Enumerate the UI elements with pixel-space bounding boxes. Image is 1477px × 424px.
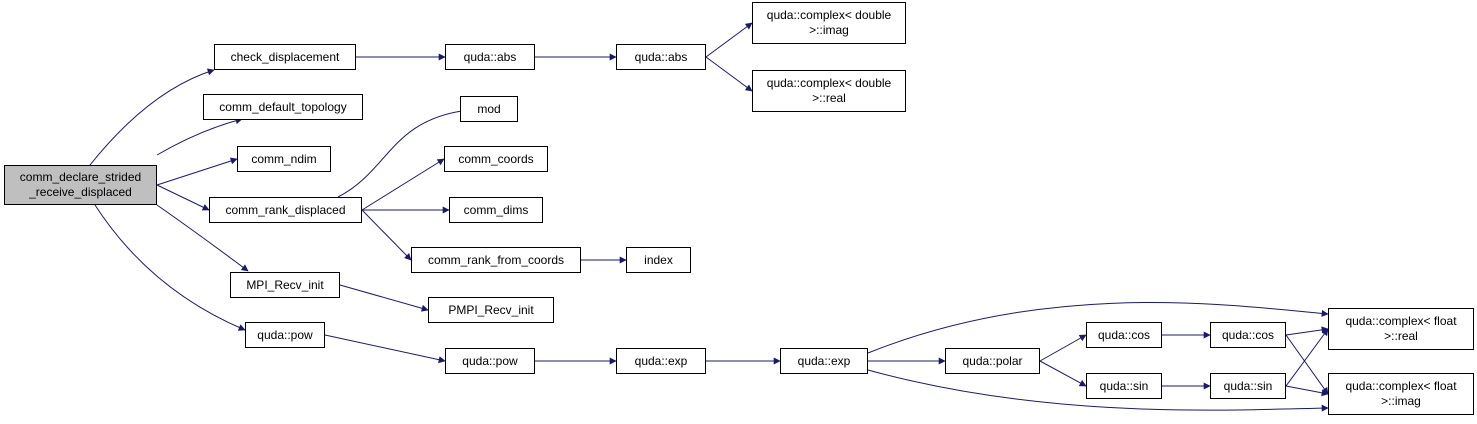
node-quda-sin-1[interactable]: quda::sin: [1086, 373, 1162, 399]
edge-root-to-comm-ndim: [156, 157, 238, 186]
node-check-displacement[interactable]: check_displacement: [214, 44, 356, 70]
edge-root-to-comm-rank-displaced: [156, 184, 210, 211]
node-label-line: quda::complex< double: [766, 8, 892, 22]
node-PMPI-Recv-init[interactable]: PMPI_Recv_init: [428, 297, 554, 323]
node-label-line: quda::complex< double: [766, 76, 892, 90]
node-complex-float-imag[interactable]: quda::complex< float>::imag: [1328, 373, 1474, 415]
node-label-line: PMPI_Recv_init: [448, 302, 534, 317]
node-label-line: quda::complex< float: [1345, 379, 1457, 393]
edge-quda-polar-to-quda-cos-1: [1039, 334, 1087, 362]
node-label-line: quda::complex< float: [1345, 314, 1457, 328]
node-quda-abs-2[interactable]: quda::abs: [616, 44, 706, 70]
node-label-line: comm_ndim: [251, 151, 317, 166]
edge-quda-cos-2-to-complex-float-real: [1285, 326, 1329, 336]
edge-root-to-quda-pow-1: [94, 204, 246, 331]
node-complex-double-imag[interactable]: quda::complex< double>::imag: [752, 2, 906, 44]
node-quda-sin-2[interactable]: quda::sin: [1210, 373, 1286, 399]
node-comm-rank-displaced[interactable]: comm_rank_displaced: [209, 197, 362, 223]
edge-quda-cos-2-to-complex-float-imag: [1285, 334, 1329, 395]
node-label-line: quda::pow: [462, 353, 518, 368]
node-label-line: quda::cos: [1097, 327, 1151, 342]
node-comm-dims[interactable]: comm_dims: [449, 197, 543, 223]
edge-MPI-Recv-init-to-PMPI-Recv-init: [339, 284, 429, 312]
node-label-line: quda::exp: [797, 353, 851, 368]
node-comm-ndim[interactable]: comm_ndim: [237, 146, 331, 172]
node-quda-pow-1[interactable]: quda::pow: [245, 322, 325, 348]
node-quda-cos-1[interactable]: quda::cos: [1086, 322, 1162, 348]
node-quda-polar[interactable]: quda::polar: [945, 348, 1040, 374]
node-quda-exp-1[interactable]: quda::exp: [616, 348, 706, 374]
node-label-line: >::real: [812, 91, 846, 105]
node-comm-rank-from-coords[interactable]: comm_rank_from_coords: [411, 247, 581, 273]
node-label-line: comm_rank_from_coords: [427, 252, 565, 267]
node-label-line: check_displacement: [230, 49, 340, 64]
node-label-line: quda::abs: [463, 49, 517, 64]
edge-quda-sin-2-to-complex-float-real: [1285, 328, 1329, 387]
edge-root-to-check-displacement: [89, 68, 215, 166]
node-comm-default-topology[interactable]: comm_default_topology: [203, 94, 363, 120]
node-label-line: MPI_Recv_init: [246, 277, 324, 292]
node-label-line: >::imag: [1381, 394, 1421, 408]
edge-quda-polar-to-quda-sin-1: [1039, 360, 1087, 387]
node-root[interactable]: comm_declare_strided_receive_displaced: [4, 165, 157, 205]
node-complex-double-real[interactable]: quda::complex< double>::real: [752, 70, 906, 112]
node-label-line: >::imag: [809, 23, 849, 37]
node-label-line: quda::abs: [634, 49, 688, 64]
node-index[interactable]: index: [626, 247, 691, 273]
edge-quda-abs-2-to-complex-double-imag: [705, 22, 753, 58]
node-label-line: >::real: [1384, 329, 1418, 343]
edge-comm-rank-displaced-to-mod: [337, 107, 469, 198]
node-complex-float-real[interactable]: quda::complex< float>::real: [1328, 308, 1474, 350]
node-label-line: comm_dims: [463, 202, 529, 217]
node-label-line: comm_rank_displaced: [225, 202, 346, 217]
node-label-line: comm_coords: [458, 151, 534, 166]
edge-root-to-comm-default-topology: [156, 117, 243, 156]
node-MPI-Recv-init[interactable]: MPI_Recv_init: [230, 272, 340, 298]
node-quda-pow-2[interactable]: quda::pow: [445, 348, 535, 374]
node-label-line: quda::sin: [1099, 378, 1149, 393]
edge-comm-rank-displaced-to-comm-coords: [361, 158, 445, 211]
node-label-line: quda::sin: [1223, 378, 1273, 393]
node-mod[interactable]: mod: [460, 96, 518, 122]
edge-quda-pow-1-to-quda-pow-2: [324, 334, 446, 364]
edge-quda-abs-2-to-complex-double-real: [705, 56, 753, 92]
node-label-line: mod: [477, 101, 501, 116]
edge-quda-exp-2-to-complex-float-real: [867, 302, 1329, 354]
node-quda-abs-1[interactable]: quda::abs: [445, 44, 535, 70]
node-label-line: _receive_displaced: [29, 185, 132, 199]
node-comm-coords[interactable]: comm_coords: [444, 146, 548, 172]
node-label-line: comm_default_topology: [219, 99, 347, 114]
edge-comm-rank-displaced-to-comm-rank-from-coords: [361, 209, 412, 261]
node-label-line: comm_declare_strided: [19, 170, 142, 184]
node-label-line: index: [644, 252, 673, 267]
node-label-line: quda::exp: [634, 353, 688, 368]
node-quda-cos-2[interactable]: quda::cos: [1210, 322, 1286, 348]
edge-quda-exp-2-to-complex-float-imag: [867, 369, 1329, 412]
edge-root-to-MPI-Recv-init: [156, 204, 249, 272]
node-label-line: quda::polar: [962, 353, 1023, 368]
node-label-line: quda::cos: [1221, 327, 1275, 342]
node-label-line: quda::pow: [257, 327, 313, 342]
node-quda-exp-2[interactable]: quda::exp: [780, 348, 868, 374]
edge-quda-sin-2-to-complex-float-imag: [1285, 385, 1329, 397]
